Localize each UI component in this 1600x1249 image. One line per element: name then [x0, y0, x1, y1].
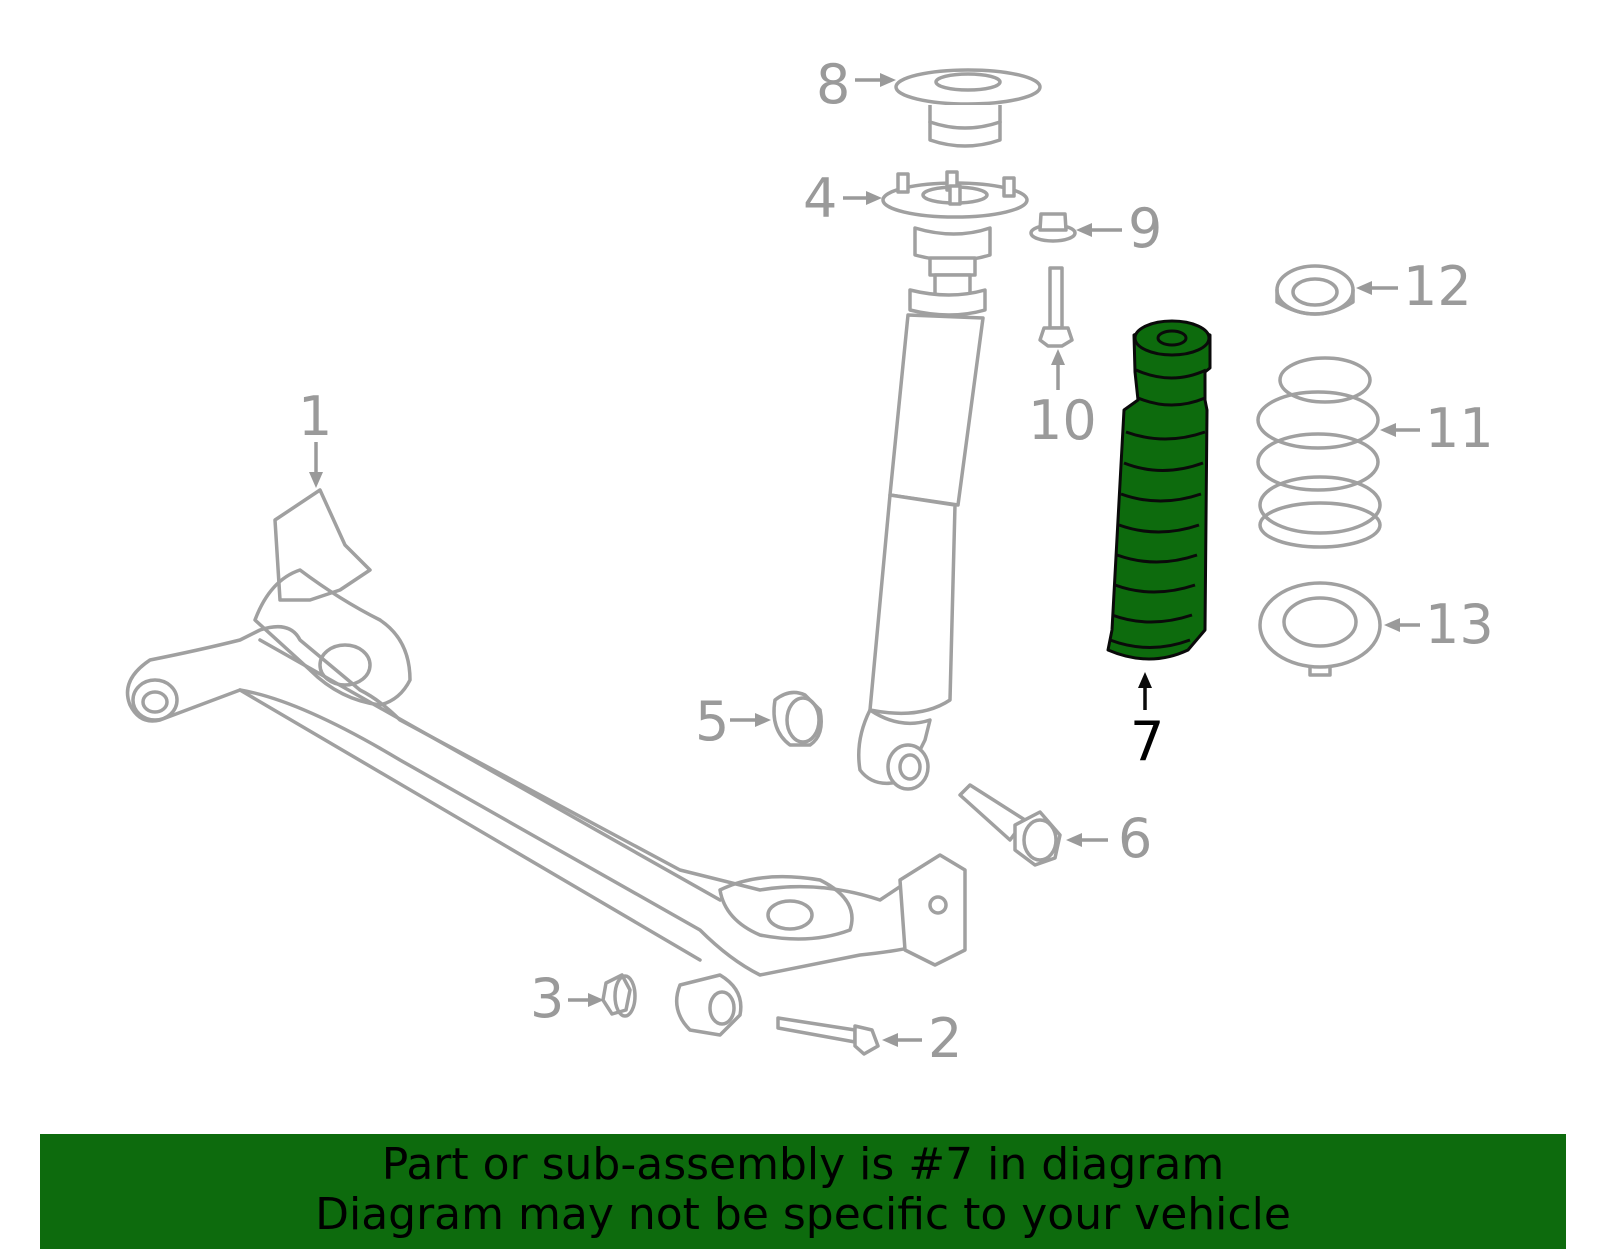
callout-7[interactable]: 7	[1130, 710, 1165, 773]
part-2-bolt[interactable]	[776, 1016, 880, 1056]
callout-5[interactable]: 5	[695, 690, 730, 753]
part-10-bolt[interactable]	[1038, 266, 1074, 348]
callout-6[interactable]: 6	[1118, 807, 1153, 870]
callout-4[interactable]: 4	[803, 167, 838, 230]
part-11-coil-spring[interactable]	[1256, 356, 1382, 549]
callout-3[interactable]: 3	[530, 967, 565, 1030]
part-5-bushing[interactable]	[772, 690, 823, 747]
leader-arrows	[309, 73, 1420, 1047]
info-banner: Part or sub-assembly is #7 in diagram Di…	[40, 1134, 1566, 1249]
callout-9[interactable]: 9	[1128, 197, 1163, 260]
shock-absorber[interactable]	[857, 226, 992, 791]
callout-8[interactable]: 8	[816, 53, 851, 116]
part-6-bolt[interactable]	[958, 783, 1062, 867]
callout-1[interactable]: 1	[298, 385, 333, 448]
banner-line-2: Diagram may not be specific to your vehi…	[315, 1189, 1291, 1240]
callout-10[interactable]: 10	[1028, 389, 1097, 452]
part-7-bump-stop[interactable]	[1106, 319, 1212, 661]
part-8-upper-mount[interactable]	[894, 68, 1042, 148]
part-1-axle-beam[interactable]	[125, 488, 967, 1037]
parts-diagram	[125, 68, 1420, 1056]
banner-line-1: Part or sub-assembly is #7 in diagram	[381, 1139, 1225, 1190]
callout-12[interactable]: 12	[1403, 255, 1472, 318]
part-3-nut[interactable]	[601, 973, 637, 1018]
callout-11[interactable]: 11	[1425, 397, 1494, 460]
callout-2[interactable]: 2	[928, 1007, 963, 1070]
callout-13[interactable]: 13	[1425, 593, 1494, 656]
part-13-lower-seat[interactable]	[1258, 581, 1382, 677]
part-12-spring-seat[interactable]	[1275, 264, 1355, 316]
part-4-strut-mount[interactable]	[881, 170, 1029, 219]
part-9-flange-nut[interactable]	[1029, 212, 1077, 243]
